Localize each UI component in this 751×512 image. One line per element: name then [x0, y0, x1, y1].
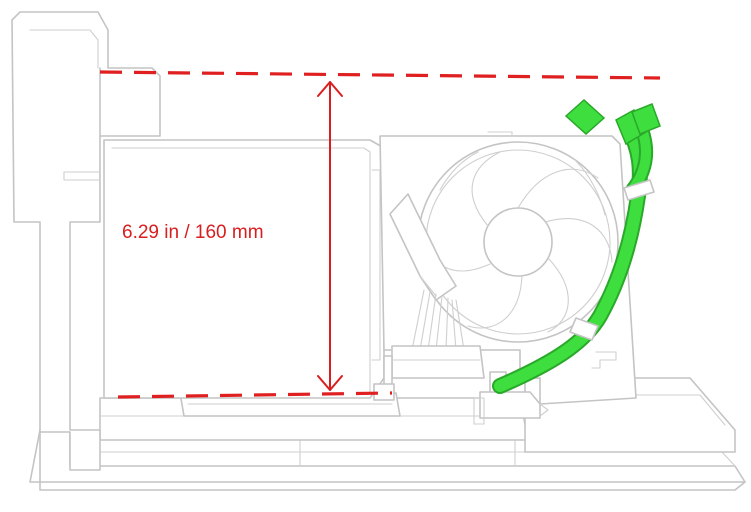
measurement-guides	[99, 70, 661, 399]
left-side-panel	[11, 11, 161, 471]
dimension-arrow	[317, 81, 343, 391]
gpu-enclosure	[103, 139, 385, 399]
radiator-hose	[389, 193, 457, 301]
dimension-label: 6.29 in / 160 mm	[122, 222, 264, 243]
wire-bundle	[411, 289, 465, 351]
power-connector	[373, 345, 485, 401]
cable-connector-heads	[564, 98, 661, 146]
motherboard-tray	[99, 392, 529, 441]
cooling-fan	[417, 141, 619, 343]
